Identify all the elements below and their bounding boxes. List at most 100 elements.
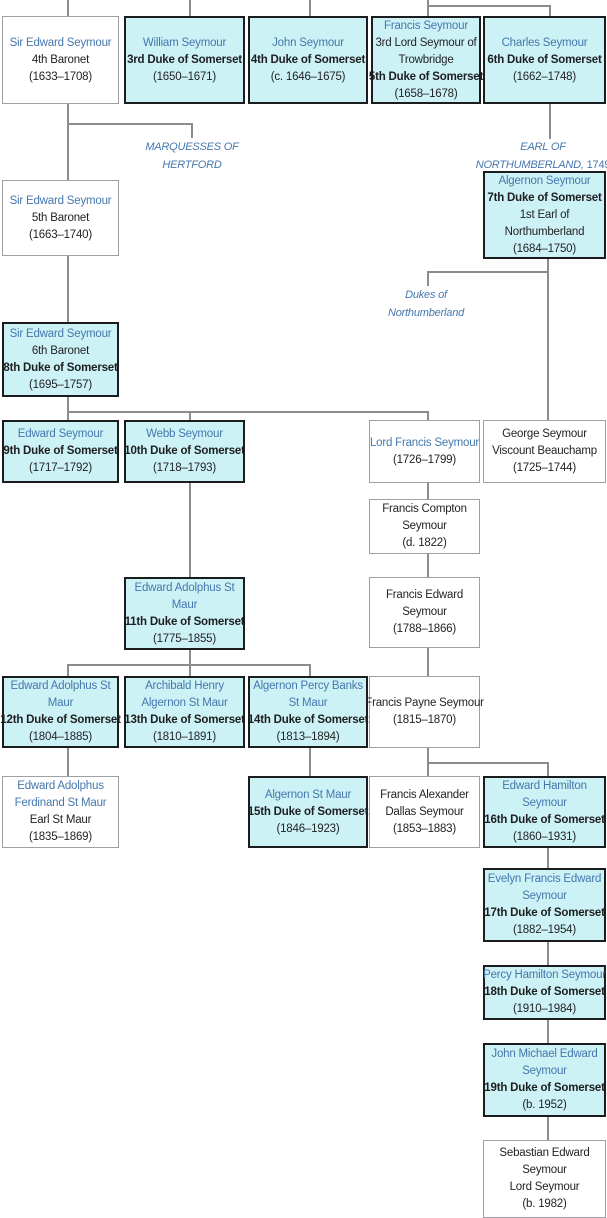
branch-label-line: HERTFORD: [72, 156, 312, 174]
node-text: Francis Compton: [382, 503, 467, 515]
person-link[interactable]: Algernon St Maur: [141, 697, 228, 709]
connector-line: [547, 848, 549, 868]
person-link[interactable]: Maur: [171, 598, 198, 611]
node-text: 3rd Lord Seymour of: [375, 36, 477, 49]
connector-line: [189, 650, 191, 666]
person-link[interactable]: Algernon St Maur: [264, 788, 352, 801]
node-text: (b. 1982): [522, 1198, 567, 1210]
branch-label-line: Dukes of: [306, 286, 546, 304]
person-link[interactable]: Archibald Henry: [145, 680, 224, 692]
connector-line: [547, 1117, 549, 1140]
person-link[interactable]: Edward Adolphus St: [10, 680, 111, 692]
node-algernon-percy-banks-st-maur-14th-duke: Algernon Percy Banks St Maur 14th Duke of …: [248, 676, 368, 748]
person-link[interactable]: Sir Edward Seymour: [9, 194, 112, 207]
person-link[interactable]: Francis Seymour: [384, 19, 468, 32]
person-link[interactable]: John Seymour: [272, 36, 344, 49]
person-link[interactable]: Edward Seymour: [17, 428, 104, 440]
node-text: (1725–1744): [512, 462, 577, 474]
node-text: 14th Duke of Somerset: [247, 714, 369, 726]
person-link[interactable]: Edward Adolphus: [17, 780, 104, 792]
node-francis-payne-seymour: Francis Payne Seymour(1815–1870): [365, 676, 484, 748]
connector-line: [189, 483, 191, 577]
node-lord-francis-seymour: Lord Francis Seymour(1726–1799): [369, 420, 480, 483]
node-text: 8th Duke of Somerset: [3, 361, 118, 374]
person-link[interactable]: Lord Francis Seymour: [369, 436, 480, 449]
connector-line: [189, 411, 191, 420]
node-text: 4th Duke of Somerset: [250, 53, 366, 66]
connector-line: [547, 762, 549, 776]
person-link[interactable]: Webb Seymour: [146, 428, 223, 440]
node-text: 6th Duke of Somerset: [487, 53, 602, 66]
person-link[interactable]: Charles Seymour: [501, 36, 588, 49]
node-text: Earl St Maur: [29, 814, 92, 826]
node-text: 15th Duke of Somerset: [247, 805, 369, 818]
branch-label-text: EARL OF: [520, 141, 566, 153]
node-text: (1835–1869): [28, 831, 93, 843]
node-text: George Seymour: [502, 428, 587, 440]
branch-label-text: HERTFORD: [162, 159, 222, 171]
connector-line: [547, 942, 549, 965]
branch-label-text: 1749: [586, 159, 607, 171]
node-text: 5th Baronet: [31, 211, 90, 224]
connector-line: [67, 664, 69, 676]
connector-line: [427, 271, 549, 273]
connector-line: [309, 748, 311, 776]
connector-line: [67, 123, 193, 125]
person-link[interactable]: Seymour: [522, 890, 567, 902]
person-link[interactable]: Edward Hamilton: [502, 780, 587, 792]
node-francis-seymour-5th-duke: Francis Seymour 3rd Lord Seymour of Trowbr…: [369, 16, 483, 104]
person-link[interactable]: Maur: [47, 697, 74, 709]
connector-line: [191, 123, 193, 138]
node-text: Northumberland: [504, 225, 585, 238]
node-text: 3rd Duke of Somerset: [127, 53, 242, 66]
person-link[interactable]: Seymour: [522, 797, 567, 809]
node-text: 13th Duke of Somerset: [124, 714, 245, 726]
node-text: Francis Alexander: [380, 788, 469, 801]
connector-line: [427, 411, 429, 420]
node-text: (1695–1757): [28, 378, 93, 391]
node-text: Francis Edward: [385, 589, 464, 601]
node-text: Viscount Beauchamp: [492, 445, 597, 457]
node-text: (1882–1954): [512, 924, 577, 936]
person-link[interactable]: Algernon Seymour: [498, 174, 591, 187]
person-link[interactable]: John Michael Edward: [491, 1048, 598, 1060]
person-link[interactable]: Algernon Percy Banks: [253, 680, 363, 692]
person-link[interactable]: Seymour: [522, 1065, 567, 1077]
connector-line: [427, 648, 429, 676]
person-link[interactable]: Percy Hamilton Seymour: [483, 969, 606, 981]
node-text: 19th Duke of Somerset: [484, 1082, 605, 1094]
connector-line: [427, 5, 551, 7]
person-link[interactable]: St Maur: [288, 697, 328, 709]
connector-line: [547, 259, 549, 420]
person-link[interactable]: William Seymour: [142, 36, 227, 49]
node-text: (1658–1678): [394, 87, 458, 100]
node-text: 7th Duke of Somerset: [487, 191, 602, 204]
node-text: (1910–1984): [512, 1003, 577, 1015]
node-sir-edward-seymour-5th-baronet: Sir Edward Seymour 5th Baronet (1663–1740): [2, 180, 119, 256]
node-text: (1813–1894): [276, 731, 340, 743]
node-text: (1860–1931): [512, 831, 577, 843]
node-text: Trowbridge: [398, 53, 454, 66]
branch-label-text: Dukes of: [405, 289, 447, 301]
person-link[interactable]: Edward Adolphus St: [134, 581, 235, 594]
connector-line: [189, 664, 191, 676]
person-link[interactable]: Ferdinand St Maur: [14, 797, 107, 809]
node-text: (1663–1740): [28, 228, 93, 241]
connector-line: [67, 0, 69, 16]
person-link[interactable]: Sir Edward Seymour: [9, 327, 112, 340]
person-link[interactable]: Sir Edward Seymour: [9, 36, 112, 49]
connector-line: [67, 411, 69, 420]
person-link[interactable]: Evelyn Francis Edward: [487, 873, 602, 885]
node-text: Lord Seymour: [509, 1181, 580, 1193]
node-text: (1804–1885): [28, 731, 93, 743]
